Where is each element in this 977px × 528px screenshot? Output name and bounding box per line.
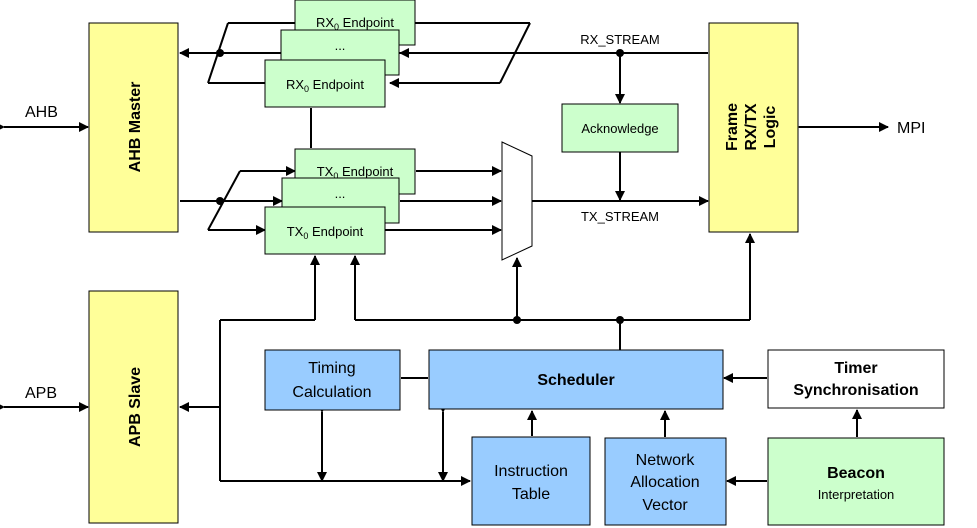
rx-front-sub: 0 xyxy=(304,84,309,94)
network-allocation-block: Network Allocation Vector xyxy=(604,437,727,526)
instruction-label-1: Instruction xyxy=(494,463,568,480)
rx-mid-label: ... xyxy=(335,38,346,53)
tx-left-diag xyxy=(207,170,241,231)
rx-stream-label: RX_STREAM xyxy=(580,32,659,47)
acknowledge-label: Acknowledge xyxy=(581,121,658,136)
rx-back-sub: 0 xyxy=(334,22,339,32)
frame-label-3: Logic xyxy=(762,106,779,149)
tx-multiplexer xyxy=(501,141,533,261)
svg-text:RX0 Endpoint: RX0 Endpoint xyxy=(286,77,364,94)
tx-front-suffix: Endpoint xyxy=(308,224,363,239)
rx-junction-left xyxy=(216,49,224,57)
ahb-label: AHB xyxy=(25,104,58,121)
rx-front-suffix: Endpoint xyxy=(309,77,364,92)
rx-back-label: RX xyxy=(316,15,334,30)
mpi-label: MPI xyxy=(897,120,925,137)
wires xyxy=(0,18,889,486)
scheduler-block: Scheduler xyxy=(428,349,724,410)
sched-junction-right xyxy=(616,316,624,324)
rx-endpoint-front: RX0 Endpoint xyxy=(264,59,386,108)
timer-label-1: Timer xyxy=(834,360,877,377)
timing-calculation-block: Timing Calculation xyxy=(264,349,401,411)
ahb-master-label: AHB Master xyxy=(127,82,144,173)
apb-slave-label: APB Slave xyxy=(127,367,144,447)
tx-stream-label: TX_STREAM xyxy=(581,209,659,224)
timing-label-2: Calculation xyxy=(292,384,371,401)
svg-text:RX0 Endpoint: RX0 Endpoint xyxy=(316,15,394,32)
timing-label-1: Timing xyxy=(308,360,355,377)
rx-front-label: RX xyxy=(286,77,304,92)
beacon-sub-label: Interpretation xyxy=(818,487,895,502)
frame-label-1: Frame xyxy=(724,103,741,151)
scheduler-label: Scheduler xyxy=(537,372,614,389)
apb-label: APB xyxy=(25,385,57,402)
tx-endpoint-front: TX0 Endpoint xyxy=(264,206,386,255)
acknowledge-block: Acknowledge xyxy=(561,103,679,153)
tx-back-label: TX xyxy=(317,164,334,179)
timer-label-2: Synchronisation xyxy=(793,382,918,399)
instruction-label-2: Table xyxy=(512,486,550,503)
apb-slave-block: APB Slave xyxy=(88,290,179,524)
tx-front-sub: 0 xyxy=(303,231,308,241)
rx-back-suffix: Endpoint xyxy=(339,15,394,30)
timer-sync-block: Timer Synchronisation xyxy=(767,349,945,409)
tx-mid-label: ... xyxy=(335,186,346,201)
tx-front-label: TX xyxy=(287,224,304,239)
frame-logic-block: Frame RX/TX Logic xyxy=(708,22,799,233)
nav-label-2: Allocation xyxy=(630,474,699,491)
frame-label-2: RX/TX xyxy=(743,103,760,150)
svg-text:TX0 Endpoint: TX0 Endpoint xyxy=(287,224,364,241)
tx-back-sub: 0 xyxy=(333,171,338,181)
beacon-block: Beacon Interpretation xyxy=(767,437,945,526)
nav-label-3: Vector xyxy=(642,497,688,514)
tx-back-suffix: Endpoint xyxy=(338,164,393,179)
svg-text:TX0 Endpoint: TX0 Endpoint xyxy=(317,164,394,181)
beacon-label: Beacon xyxy=(827,465,885,482)
instruction-table-block: Instruction Table xyxy=(471,436,591,526)
nav-label-1: Network xyxy=(636,452,696,469)
ahb-master-block: AHB Master xyxy=(88,22,179,233)
